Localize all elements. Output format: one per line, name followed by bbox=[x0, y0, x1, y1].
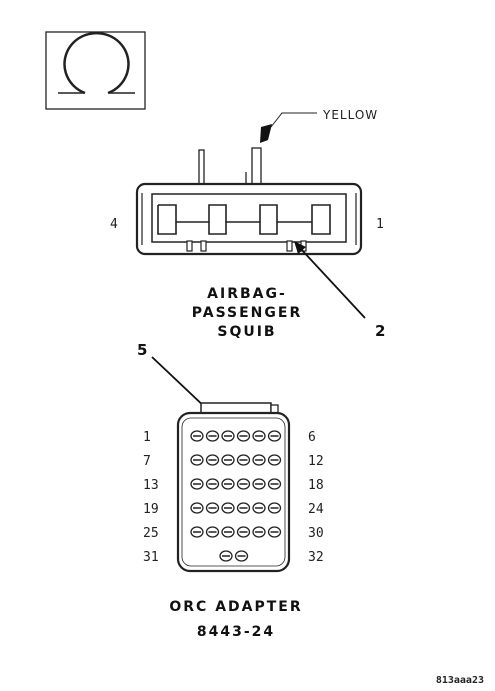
yellow-wire-leader bbox=[260, 112, 317, 143]
pin-row-label-right: 24 bbox=[308, 502, 324, 517]
orc-title-line-1: ORC ADAPTER bbox=[169, 599, 302, 615]
pin-cavity bbox=[252, 502, 266, 514]
figure-code: 813aaa23 bbox=[436, 675, 484, 686]
pin-cavity bbox=[190, 430, 204, 442]
pin-cavity bbox=[221, 526, 235, 538]
pin-cavity bbox=[252, 430, 266, 442]
pin-cavity bbox=[190, 502, 204, 514]
orc-title-line-2: 8443-24 bbox=[197, 624, 275, 640]
pin-cavity bbox=[221, 454, 235, 466]
orc-adapter-connector bbox=[176, 402, 291, 573]
pin-row-label-right: 6 bbox=[308, 430, 316, 445]
callout-5: 5 bbox=[137, 341, 147, 359]
pin-cavity bbox=[236, 454, 251, 466]
pin-label-1: 1 bbox=[376, 217, 384, 232]
pin-label-4: 4 bbox=[110, 217, 118, 232]
title-line-2: PASSENGER bbox=[192, 305, 302, 321]
orc-pin-grid bbox=[190, 430, 282, 562]
callout-2: 2 bbox=[375, 322, 385, 340]
pin-cavity bbox=[221, 478, 235, 490]
pin-cavity bbox=[190, 454, 204, 466]
pin-cavity bbox=[267, 478, 282, 490]
pin-row-label-left: 19 bbox=[143, 502, 159, 517]
pin-cavity bbox=[236, 526, 251, 538]
pin-cavity bbox=[234, 550, 249, 562]
pin-cavity bbox=[221, 430, 235, 442]
title-line-3: SQUIB bbox=[217, 324, 276, 340]
wire-color-label: YELLOW bbox=[322, 108, 378, 122]
pin-row-label-left: 7 bbox=[143, 454, 151, 469]
pin-cavity bbox=[267, 502, 282, 514]
pin-cavity bbox=[267, 526, 282, 538]
pin-row-label-right: 30 bbox=[308, 526, 324, 541]
pin-cavity bbox=[190, 478, 204, 490]
pin-cavity bbox=[236, 430, 251, 442]
pin-cavity bbox=[267, 454, 282, 466]
pin-cavity bbox=[252, 478, 266, 490]
pin-row-label-left: 31 bbox=[143, 550, 159, 565]
pin-cavity bbox=[252, 454, 266, 466]
pin-row-label-left: 1 bbox=[143, 430, 151, 445]
pin-cavity bbox=[221, 502, 235, 514]
airbag-squib-connector bbox=[135, 147, 363, 256]
pin-cavity bbox=[205, 502, 220, 514]
orc-left-pin-labels: 1 7 13 19 25 31 bbox=[143, 430, 159, 565]
pin-row-label-right: 18 bbox=[308, 478, 324, 493]
airbag-connector-title: AIRBAG- PASSENGER SQUIB bbox=[192, 286, 302, 340]
pin-cavity bbox=[205, 526, 220, 538]
pin-cavity bbox=[190, 526, 204, 538]
pin-row-label-right: 12 bbox=[308, 454, 324, 469]
pin-row-label-left: 25 bbox=[143, 526, 159, 541]
pin-cavity bbox=[205, 430, 220, 442]
pin-cavity bbox=[252, 526, 266, 538]
pin-cavity bbox=[205, 454, 220, 466]
orc-right-pin-labels: 6 12 18 24 30 32 bbox=[308, 430, 324, 565]
callout-2-arrow bbox=[294, 241, 366, 319]
pin-cavity bbox=[219, 550, 233, 562]
pin-cavity bbox=[236, 478, 251, 490]
title-line-1: AIRBAG- bbox=[207, 286, 287, 302]
pin-row-label-right: 32 bbox=[308, 550, 324, 565]
pin-cavity bbox=[205, 478, 220, 490]
pin-cavity bbox=[267, 430, 282, 442]
pin-row-label-left: 13 bbox=[143, 478, 159, 493]
connector-face-view-icon bbox=[45, 31, 146, 110]
orc-adapter-title: ORC ADAPTER 8443-24 bbox=[169, 599, 302, 640]
pin-cavity bbox=[236, 502, 251, 514]
